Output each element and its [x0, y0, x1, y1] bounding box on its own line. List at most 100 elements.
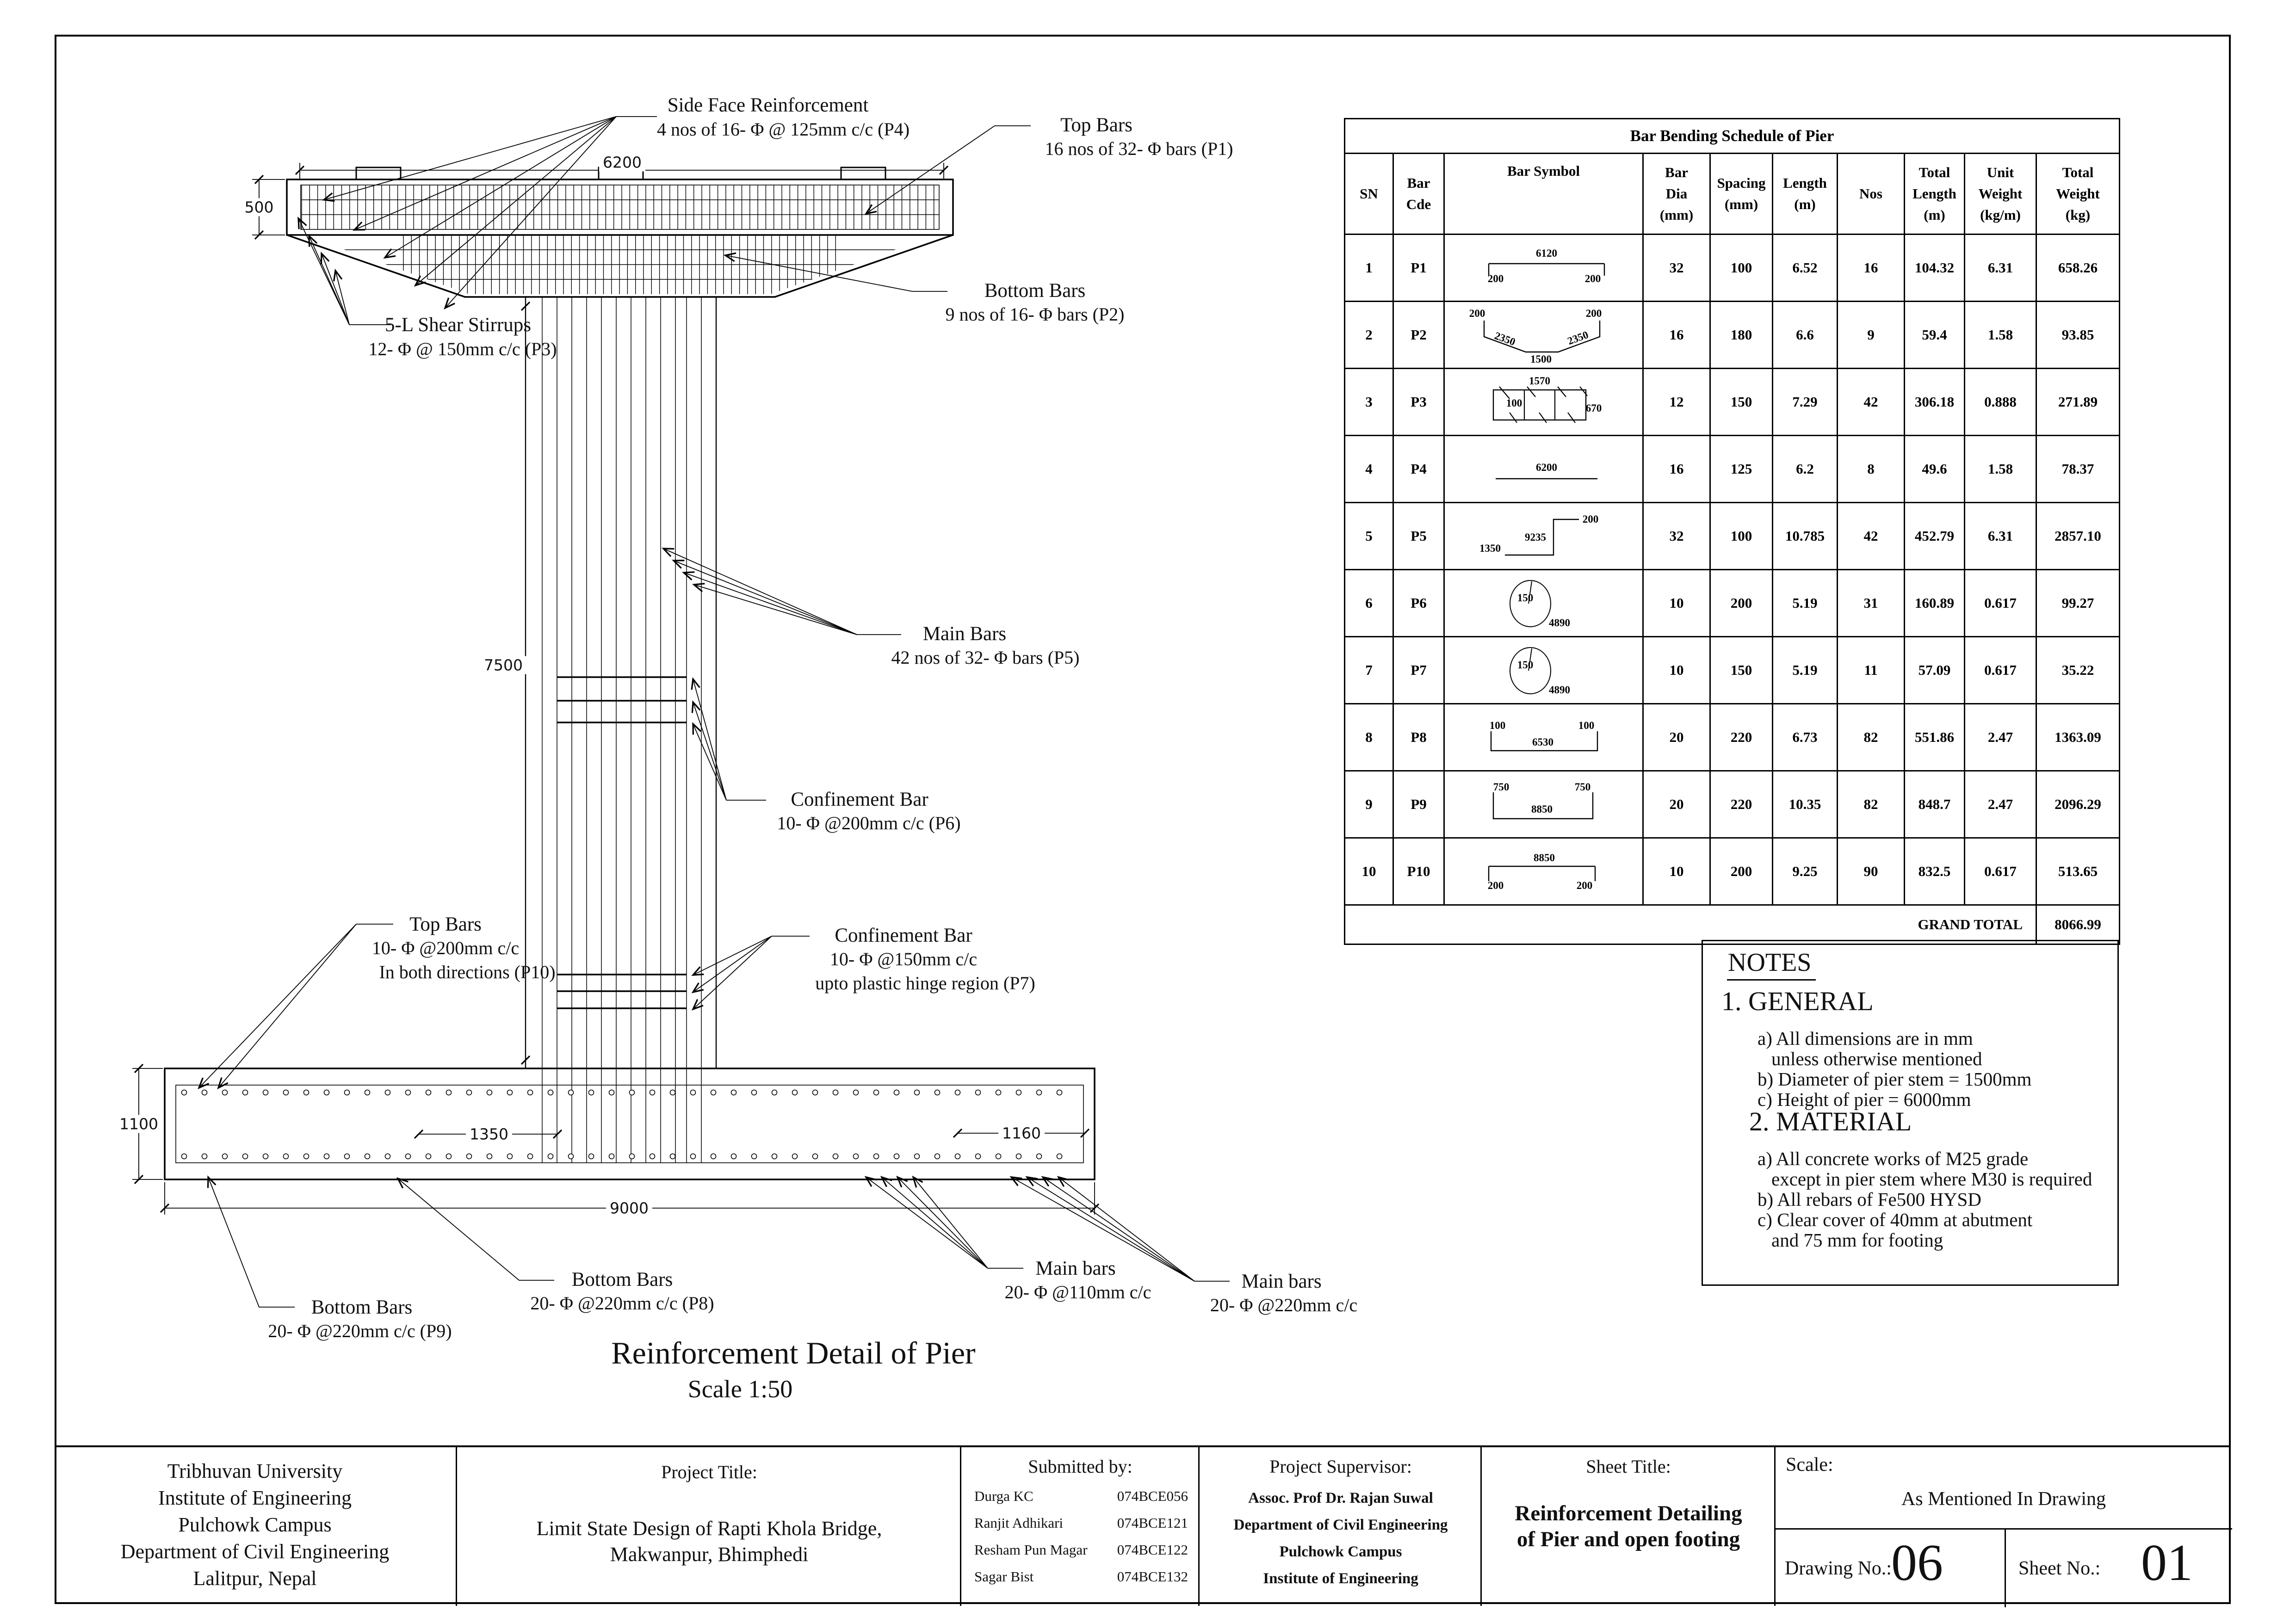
note-item: b) Diameter of pier stem = 1500mm	[1758, 1068, 2032, 1090]
footing-bottom-bars-p8-spec: 20- Φ @220mm c/c (P8)	[530, 1293, 714, 1314]
submitted-name: Durga KC	[974, 1488, 1034, 1504]
scale-value: As Mentioned In Drawing	[1901, 1488, 2106, 1510]
supervisor-line: Department of Civil Engineering	[1233, 1517, 1448, 1533]
main-bars-pier-label: Main Bars	[922, 623, 1007, 645]
note-item: a) All dimensions are in mm	[1758, 1028, 1973, 1049]
submitted-name: Sagar Bist	[974, 1568, 1034, 1585]
cap-taper-outline	[286, 234, 953, 298]
table-title: Bar Bending Schedule of Pier	[1344, 118, 2120, 154]
sheet-no-value: 01	[2141, 1534, 2193, 1592]
university-line: Lalitpur, Nepal	[193, 1567, 317, 1590]
pier-cap-stirrup-band	[300, 185, 940, 230]
notes-panel: NOTES 1. GENERAL a) All dimensions are i…	[1702, 940, 2119, 1286]
note-item: b) All rebars of Fe500 HYSD	[1758, 1189, 1981, 1210]
notes-general-title: 1. GENERAL	[1721, 986, 1874, 1016]
submitted-roll: 074BCE121	[1117, 1515, 1188, 1531]
shear-stirrups-label: 5-L Shear Stirrups	[384, 314, 532, 336]
project-title-line: Makwanpur, Bhimphedi	[610, 1543, 809, 1566]
side-face-reinforcement-spec: 4 nos of 16- Φ @ 125mm c/c (P4)	[656, 119, 910, 140]
note-item: c) Clear cover of 40mm at abutment	[1758, 1209, 2033, 1230]
grand-total-value: 8066.99	[2036, 904, 2120, 945]
dim-footing-right-offset: 1160	[998, 1124, 1045, 1142]
dim-cap-height: 500	[241, 198, 278, 216]
drawing-no-label: Drawing No.:	[1785, 1558, 1892, 1579]
cap-top-bars-spec: 16 nos of 32- Φ bars (P1)	[1045, 138, 1233, 159]
footing-bottom-bars-p9-spec: 20- Φ @220mm c/c (P9)	[268, 1321, 452, 1341]
submitted-roll: 074BCE132	[1117, 1568, 1188, 1585]
confinement-bars-p7	[557, 974, 687, 1009]
supervisor-line: Pulchowk Campus	[1279, 1543, 1402, 1560]
footing-top-bars-label: Top Bars	[409, 913, 482, 935]
cap-stirrup-grid	[301, 185, 939, 229]
project-title-line: Limit State Design of Rapti Khola Bridge…	[536, 1517, 882, 1540]
confinement-p7-note: upto plastic hinge region (P7)	[815, 973, 1035, 994]
university-line: Tribhuvan University	[167, 1460, 343, 1482]
footing-main-bars-220-spec: 20- Φ @220mm c/c	[1210, 1295, 1358, 1315]
footing-bottom-bars-p9-label: Bottom Bars	[311, 1296, 413, 1318]
cap-bottom-bars-spec: 9 nos of 16- Φ bars (P2)	[945, 304, 1125, 325]
dim-footing-height: 1100	[116, 1115, 162, 1133]
grand-total-row: GRAND TOTAL 8066.99	[1344, 904, 2120, 945]
bar-symbol-p4: 6200	[1496, 462, 1597, 480]
cap-top-bars-label: Top Bars	[1060, 114, 1133, 136]
footing-rebar-cage	[175, 1085, 1084, 1163]
dim-cap-width: 6200	[599, 153, 645, 172]
leader-lines	[198, 116, 1230, 1308]
supervisor-line: Institute of Engineering	[1263, 1570, 1418, 1587]
dim-pier-height: 7500	[480, 656, 526, 674]
title-block: Tribhuvan University Institute of Engine…	[55, 1445, 2232, 1607]
confinement-p6-label: Confinement Bar	[791, 789, 928, 810]
university-line: Department of Civil Engineering	[120, 1540, 390, 1563]
shear-stirrups-spec: 12- Φ @ 150mm c/c (P3)	[368, 339, 557, 359]
notes-material-title: 2. MATERIAL	[1749, 1106, 1912, 1136]
pier-cap-outline	[286, 179, 954, 236]
main-bars-pier-spec: 42 nos of 32- Φ bars (P5)	[891, 647, 1080, 668]
project-title-section: Project Title: Limit State Design of Rap…	[456, 1447, 960, 1606]
footing-outline	[164, 1068, 1095, 1180]
submitted-name: Resham Pun Magar	[974, 1542, 1088, 1558]
drawing-no-value: 06	[1891, 1534, 1943, 1592]
note-item: unless otherwise mentioned	[1771, 1048, 1982, 1069]
side-face-reinforcement-label: Side Face Reinforcement	[667, 94, 869, 116]
note-item: a) All concrete works of M25 grade	[1758, 1148, 2029, 1169]
sheet-border	[55, 35, 2231, 1604]
project-title-label: Project Title:	[661, 1462, 757, 1482]
confinement-p7-label: Confinement Bar	[835, 925, 972, 946]
footing-top-bars-note: In both directions (P10)	[379, 962, 556, 982]
sheet-title-line: of Pier and open footing	[1516, 1527, 1740, 1551]
scale-section: Scale: As Mentioned In Drawing Drawing N…	[1774, 1447, 2232, 1607]
confinement-p6-spec: 10- Φ @200mm c/c (P6)	[777, 813, 961, 833]
drawing-title: Reinforcement Detail of Pier	[611, 1335, 976, 1370]
submitted-by-section: Submitted by: Durga KC 074BCE056 Ranjit …	[960, 1447, 1198, 1606]
submitted-name: Ranjit Adhikari	[974, 1515, 1064, 1531]
submitted-roll: 074BCE056	[1117, 1488, 1188, 1504]
note-item: and 75 mm for footing	[1771, 1229, 1943, 1251]
note-item: c) Height of pier = 6000mm	[1758, 1089, 1971, 1110]
supervisor-label: Project Supervisor:	[1269, 1456, 1412, 1477]
sheet-title-section: Sheet Title: Reinforcement Detailing of …	[1480, 1447, 1774, 1606]
note-item: except in pier stem where M30 is require…	[1771, 1168, 2092, 1190]
confinement-bars-p6	[557, 676, 687, 723]
footing-top-bars-spec: 10- Φ @200mm c/c	[371, 938, 520, 958]
university-line: Pulchowk Campus	[178, 1513, 332, 1536]
notes-heading: NOTES	[1727, 948, 1816, 981]
supervisor-line: Assoc. Prof Dr. Rajan Suwal	[1248, 1490, 1433, 1506]
